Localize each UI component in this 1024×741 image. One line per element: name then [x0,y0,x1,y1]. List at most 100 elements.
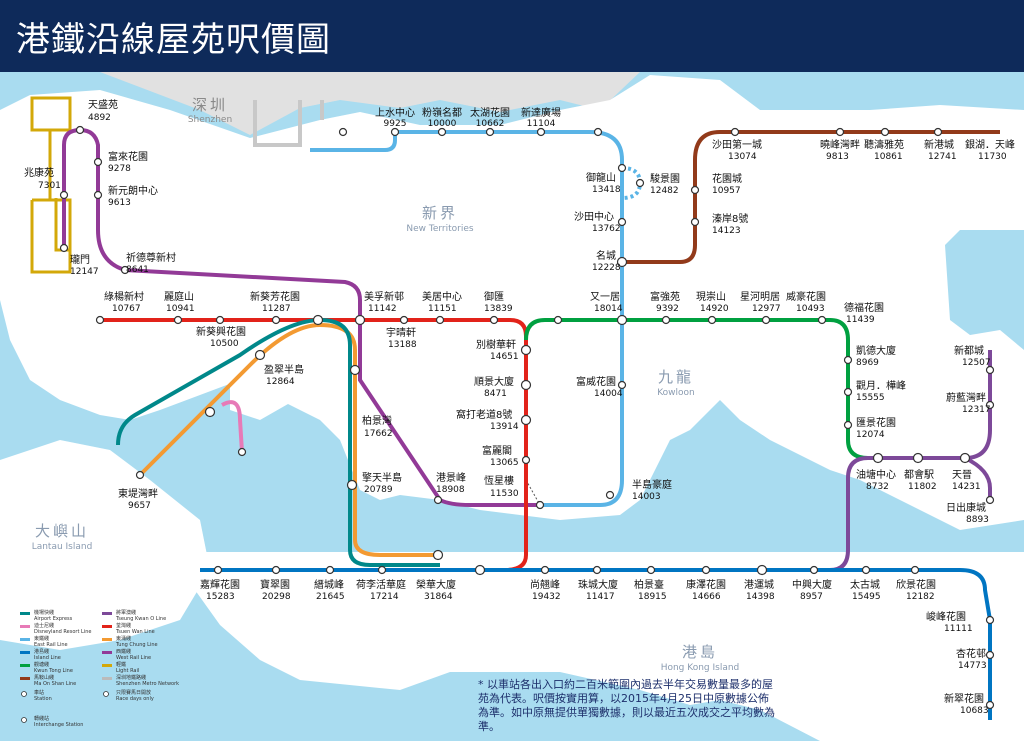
station-name: 窩打老道8號 [456,408,512,421]
legend-symbol [21,717,27,723]
station-name: 杏花邨 [956,647,986,660]
station-name: 新元朗中心 [108,184,158,197]
station-price: 9613 [108,198,131,208]
station-name: 上水中心 [375,106,415,119]
station-name: 名城 [596,249,616,262]
legend-label-en: Tung Chung Line [115,642,158,648]
station-name: 新都城 [954,344,984,357]
station-name: 花園城 [712,172,742,185]
legend-label-en: Tsuen Wan Line [115,629,155,635]
station-price: 13188 [388,340,417,350]
region-lantau-en: Lantau Island [32,542,93,552]
station-price: 12228 [592,263,621,273]
station-price: 21645 [316,592,345,602]
station-name: 現崇山 [696,291,726,303]
legend-swatch [102,664,112,667]
station-price: 8732 [866,482,889,492]
station-price: 12317 [962,405,991,415]
station-price: 10662 [476,119,505,129]
legend-swatch [20,664,30,667]
station-price: 4892 [88,113,111,123]
station-price: 11142 [368,304,397,314]
station-name: 富麗閣 [482,444,512,457]
header-bar: 港鐵沿線屋苑呎價圖 [0,0,1024,72]
legend-swatch [102,612,112,615]
station-price: 8471 [484,389,507,399]
station-price: 31864 [424,592,453,602]
station-name: 天盛苑 [88,98,118,111]
station-name: 凱德大廈 [856,344,896,357]
region-shenzhen-cn: 深圳 [192,96,228,114]
station-price: 14666 [692,592,721,602]
legend-label-cn: 西鐵綫 [116,648,131,655]
region-lantau-cn: 大嶼山 [35,522,89,540]
station-name: 御匯 [484,290,504,303]
station-price: 10767 [112,304,141,314]
station-name: 中興大廈 [792,578,832,591]
station-name: 擎天半島 [362,471,402,484]
station-name: 德福花園 [844,301,884,314]
station-name: 星河明居 [740,291,780,303]
legend-label-cn: 機場快綫 [34,609,54,616]
legend-swatch [102,677,112,680]
station-price: 10957 [712,186,741,196]
station-price: 14773 [958,661,987,671]
station-name: 柏景臺 [634,578,664,591]
legend-swatch [102,651,112,654]
station-price: 9813 [826,152,849,162]
station-name: 新葵芳花園 [250,290,300,303]
station-name: 嘉輝花園 [200,578,240,591]
station-name: 富威花園 [576,375,616,388]
station-price: 10683 [960,706,989,716]
station-price: 9392 [656,304,679,314]
station-name: 御龍山 [586,171,616,184]
station-price: 9657 [128,501,151,511]
station-name: 新翠花園 [944,692,984,705]
region-hki-en: Hong Kong Island [661,663,740,673]
station-name: 都會駅 [904,468,934,481]
station-name: 駿景園 [650,172,680,185]
legend-symbol-label-cn: 只限賽馬日開放 [116,689,151,696]
station-name: 榮華大廈 [416,578,456,591]
station-price: 12977 [752,304,781,314]
station-name: 半島豪庭 [632,478,672,491]
station-name: 峻峰花園 [926,610,966,623]
station-price: 17214 [370,592,399,602]
station-name: 港景峰 [436,472,466,484]
mtr-map: 深圳 Shenzhen 新界 New Territories 九龍 Kowloo… [0,72,1024,741]
station-price: 8893 [966,515,989,525]
station-price: 11730 [978,152,1007,162]
station-name: 瓏門 [70,253,90,266]
station-name: 太湖花園 [470,106,510,119]
kwun-tong-line [524,318,965,460]
legend-symbol-label-en: Station [34,696,52,702]
station-price: 13914 [490,422,519,432]
station-price: 13762 [592,224,621,234]
station-price: 9925 [384,119,407,129]
station-name: 粉嶺名都 [422,106,462,119]
legend-swatch [20,677,30,680]
station-price: 17662 [364,429,393,439]
legend-swatch [20,625,30,628]
station-name: 別樹華軒 [476,338,516,351]
station-price: 11802 [908,482,937,492]
station-name: 油塘中心 [856,468,896,481]
station-price: 14231 [952,482,981,492]
legend-swatch [20,638,30,641]
station-price: 8957 [800,592,823,602]
station-name: 富強苑 [650,290,680,303]
station-name: 太古城 [850,578,880,591]
station-price: 18908 [436,485,465,495]
station-price: 14398 [746,592,775,602]
station-name: 祈德尊新村 [126,251,176,264]
station-name: 蔚藍灣畔 [946,391,986,404]
legend-label-en: Kwun Tong Line [34,668,73,674]
hk-island-land [190,552,1024,741]
page-title: 港鐵沿線屋苑呎價圖 [16,20,331,60]
station-price: 18014 [594,304,623,314]
station-price: 14003 [632,492,661,502]
legend-label-en: Tseung Kwan O Line [115,616,166,622]
station-price: 13418 [592,185,621,195]
station-price: 10861 [874,152,903,162]
legend-label-cn: 迪士尼綫 [34,622,54,629]
